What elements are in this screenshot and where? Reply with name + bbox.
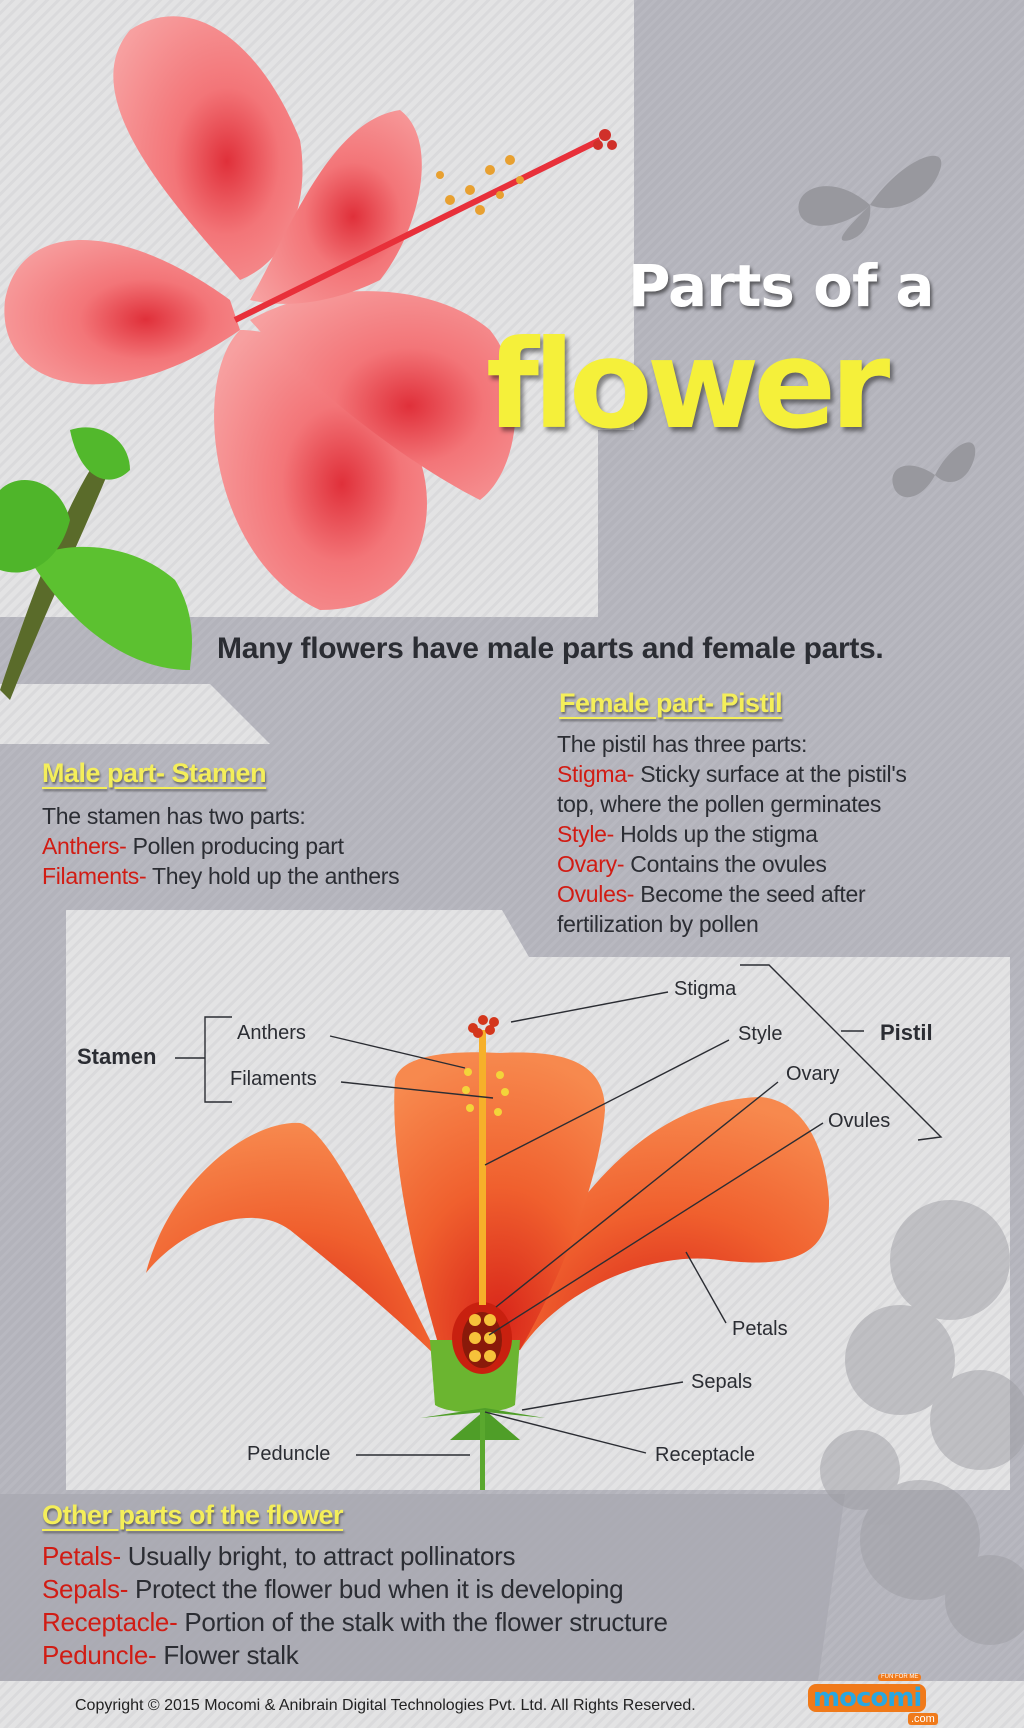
butterfly-icon bbox=[798, 155, 942, 241]
female-item: Style- Holds up the stigma bbox=[557, 821, 818, 847]
label-pistil: Pistil bbox=[880, 1020, 933, 1045]
label-sepals: Sepals bbox=[691, 1371, 753, 1393]
other-item: Petals- Usually bright, to attract polli… bbox=[42, 1541, 516, 1571]
label-anthers: Anthers bbox=[237, 1022, 306, 1044]
other-heading: Other parts of the flower bbox=[42, 1500, 344, 1530]
female-section: The pistil has three parts: Stigma- Stic… bbox=[557, 729, 907, 939]
other-item: Receptacle- Portion of the stalk with th… bbox=[42, 1607, 668, 1637]
logo-tag: FUN FOR ME bbox=[878, 1674, 922, 1681]
label-style: Style bbox=[738, 1023, 783, 1045]
male-item: Filaments- They hold up the anthers bbox=[42, 863, 400, 889]
hibiscus-image bbox=[0, 16, 617, 700]
other-item: Sepals- Protect the flower bud when it i… bbox=[42, 1574, 624, 1604]
female-lead: The pistil has three parts: bbox=[557, 731, 808, 757]
flower-diagram bbox=[146, 1015, 830, 1490]
small-panel bbox=[0, 684, 270, 744]
male-lead: The stamen has two parts: bbox=[42, 803, 306, 829]
female-item-cont: top, where the pollen germinates bbox=[557, 791, 882, 817]
female-item-cont: fertilization by pollen bbox=[557, 911, 759, 937]
female-item: Ovules- Become the seed after bbox=[557, 881, 866, 907]
label-receptacle: Receptacle bbox=[655, 1444, 756, 1466]
other-panel bbox=[0, 1494, 845, 1681]
other-section: Petals- Usually bright, to attract polli… bbox=[42, 1540, 668, 1672]
other-item: Peduncle- Flower stalk bbox=[42, 1640, 299, 1670]
leader-lines bbox=[175, 964, 943, 1456]
female-heading: Female part- Pistil bbox=[559, 688, 783, 718]
title-line2: flower bbox=[486, 314, 890, 456]
logo-sub: .com bbox=[908, 1713, 938, 1725]
male-section: The stamen has two parts: Anthers- Polle… bbox=[42, 801, 400, 891]
floral-pattern-icon bbox=[820, 1200, 1024, 1645]
copyright-text: Copyright © 2015 Mocomi & Anibrain Digit… bbox=[75, 1697, 696, 1714]
logo-text: mocomi bbox=[808, 1684, 927, 1712]
label-ovules: Ovules bbox=[828, 1110, 891, 1132]
mocomi-logo[interactable]: FUN FOR ME mocomi .com bbox=[808, 1674, 948, 1726]
label-filaments: Filaments bbox=[230, 1068, 317, 1090]
intro-text: Many flowers have male parts and female … bbox=[217, 632, 884, 665]
male-heading: Male part- Stamen bbox=[42, 758, 267, 788]
female-item: Stigma- Sticky surface at the pistil's bbox=[557, 761, 907, 787]
female-item: Ovary- Contains the ovules bbox=[557, 851, 827, 877]
label-ovary: Ovary bbox=[786, 1063, 840, 1085]
label-stigma: Stigma bbox=[674, 978, 737, 1000]
male-item: Anthers- Pollen producing part bbox=[42, 833, 344, 859]
label-peduncle: Peduncle bbox=[247, 1443, 331, 1465]
label-stamen: Stamen bbox=[77, 1044, 157, 1069]
label-petals: Petals bbox=[732, 1318, 788, 1340]
title-line1: Parts of a bbox=[628, 252, 935, 320]
butterfly-icon bbox=[892, 442, 976, 498]
